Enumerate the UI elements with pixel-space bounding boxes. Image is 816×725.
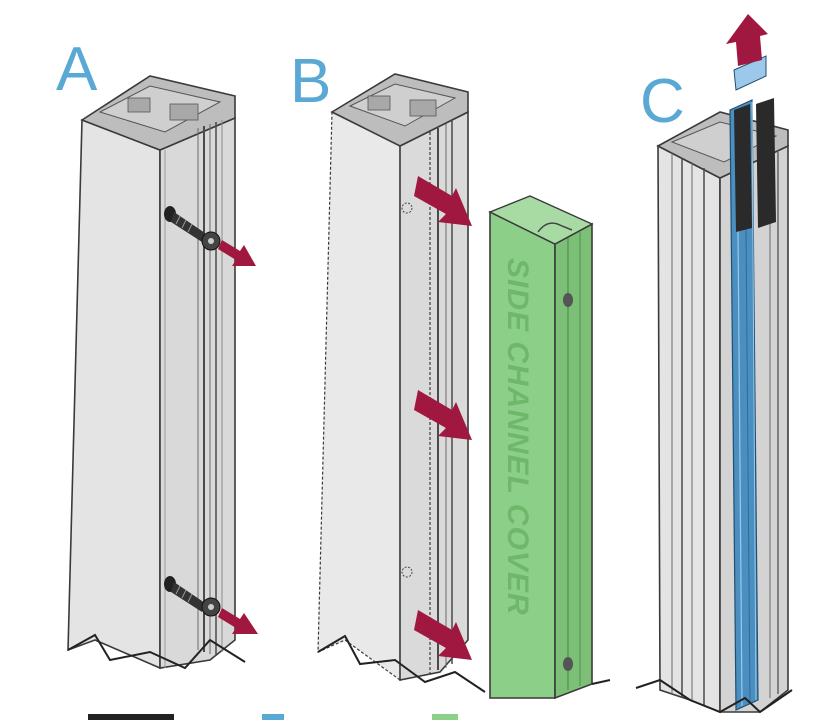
step-letter-c: C <box>640 67 684 136</box>
step-letter-b: B <box>290 47 330 116</box>
arrow-right-icon <box>218 240 256 266</box>
arrow-right-icon <box>414 390 472 440</box>
cropped-text-fragment <box>262 714 284 720</box>
snap-button-icon <box>563 293 573 307</box>
post-b <box>317 73 486 693</box>
cropped-text-fragment <box>432 714 458 720</box>
arrow-up-icon <box>726 14 768 66</box>
arrow-right-icon <box>414 610 472 660</box>
step-c: C <box>635 14 793 714</box>
arrow-right-icon <box>218 608 258 634</box>
cover-label: SIDE CHANNEL COVER <box>501 258 534 616</box>
step-b: B <box>290 47 611 700</box>
post-c <box>635 55 793 714</box>
post-a <box>67 75 246 670</box>
side-channel-cover: SIDE CHANNEL COVER <box>488 195 611 700</box>
cropped-text-fragment <box>88 714 174 720</box>
snap-button-icon <box>563 657 573 671</box>
arrow-right-icon <box>414 176 472 226</box>
step-letter-a: A <box>56 35 98 104</box>
screw-icon <box>164 576 221 617</box>
screw-icon <box>164 206 221 251</box>
step-a: A <box>56 35 258 670</box>
